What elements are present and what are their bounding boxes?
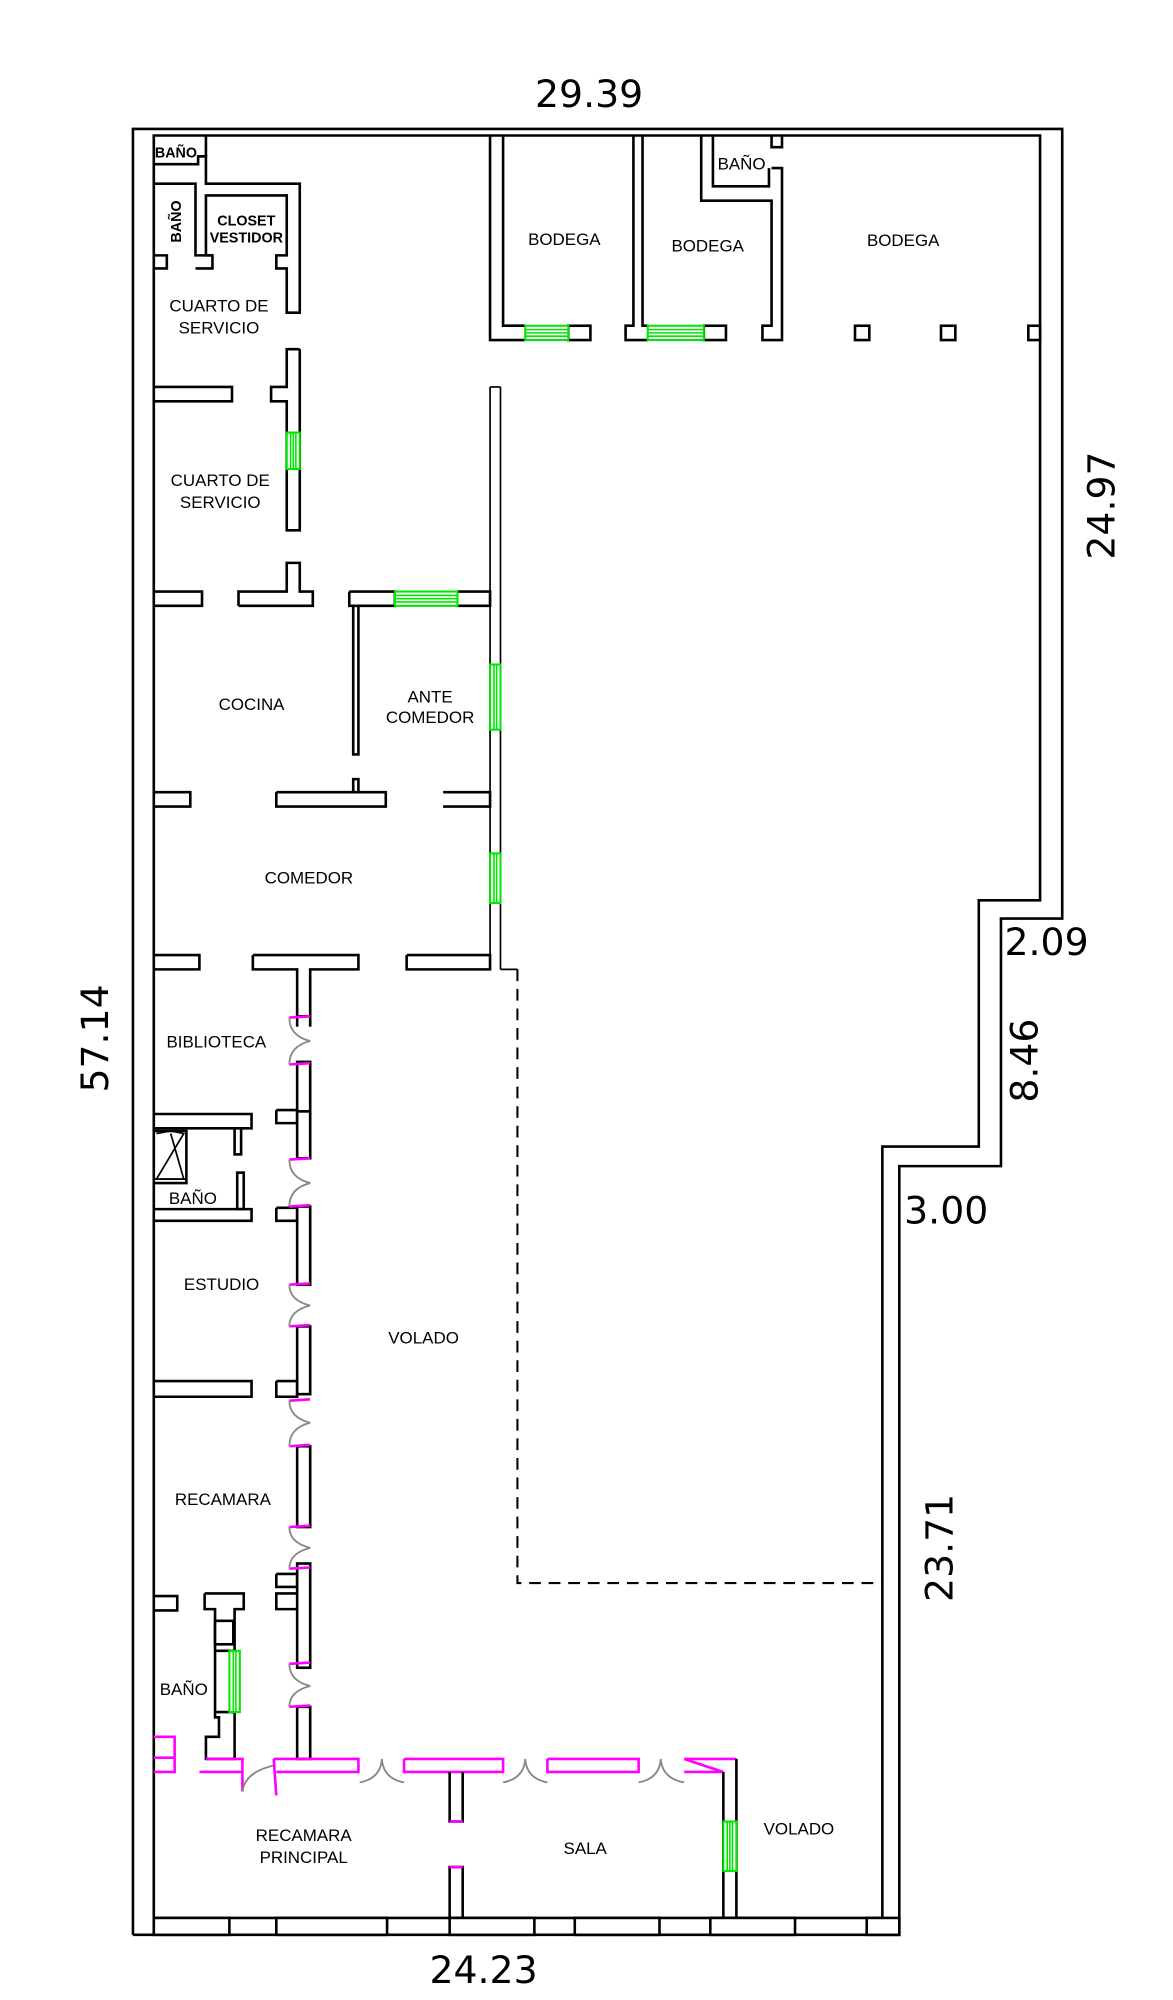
corridor-wall	[275, 1016, 312, 1761]
label-estudio: ESTUDIO	[184, 1275, 259, 1294]
label-closet-2: VESTIDOR	[210, 230, 284, 246]
label-bano-4: BAÑO	[160, 1679, 208, 1699]
door-sala-1[interactable]	[359, 1758, 405, 1784]
corridor-doors	[288, 1014, 311, 1709]
dimension-labels: 29.39 57.14 24.97 2.09 8.46 3.00 23.71 2…	[73, 72, 1123, 1992]
volado-outline	[500, 968, 883, 1585]
service-zone-walls	[153, 135, 315, 608]
door-recamara[interactable]	[288, 1524, 311, 1571]
door-bano-recamara[interactable]	[288, 1661, 311, 1709]
label-closet-1: CLOSET	[217, 213, 275, 229]
bodega-walls	[488, 135, 1042, 342]
dim-step-offset-2: 3.00	[904, 1188, 988, 1232]
label-comedor: COMEDOR	[265, 868, 353, 887]
room-labels: BAÑO BAÑO CLOSET VESTIDOR CUARTO DE SERV…	[155, 144, 940, 1868]
label-antecomedor-2: COMEDOR	[386, 708, 474, 727]
label-cuarto-servicio-1b: SERVICIO	[179, 319, 260, 338]
label-volado-2: VOLADO	[764, 1820, 835, 1839]
window-antecomedor-top	[393, 590, 459, 607]
window-bodega-1	[524, 324, 570, 342]
label-cocina: COCINA	[219, 695, 286, 714]
window-cuarto-servicio	[285, 431, 301, 471]
dim-step-height: 8.46	[1002, 1019, 1046, 1103]
label-cuarto-servicio-1a: CUARTO DE	[169, 296, 268, 315]
label-sala: SALA	[564, 1839, 608, 1858]
label-bano-2: BAÑO	[167, 200, 185, 242]
door-recamara-principal[interactable]	[241, 1758, 278, 1796]
dim-left-height: 57.14	[73, 984, 117, 1092]
label-cuarto-servicio-2a: CUARTO DE	[171, 471, 270, 490]
window-bodega-2	[646, 324, 705, 342]
label-recamara-principal-2: PRINCIPAL	[260, 1848, 348, 1867]
label-cuarto-servicio-2b: SERVICIO	[180, 493, 261, 512]
label-bano-bodega: BAÑO	[718, 153, 766, 173]
label-recamara-principal-1: RECAMARA	[256, 1826, 353, 1845]
west-room-walls	[152, 1112, 298, 1761]
dim-top-width: 29.39	[535, 72, 643, 116]
window-antecomedor-side	[489, 663, 502, 731]
dim-right-lower: 23.71	[918, 1494, 962, 1602]
label-bano-1: BAÑO	[155, 144, 197, 162]
label-volado-1: VOLADO	[388, 1328, 459, 1347]
window-sala	[722, 1820, 738, 1873]
door-sala-3[interactable]	[638, 1758, 685, 1784]
label-bano-3: BAÑO	[169, 1188, 217, 1208]
dim-right-upper: 24.97	[1079, 451, 1123, 559]
south-wing-walls	[152, 1735, 901, 1937]
label-bodega-1: BODEGA	[528, 230, 601, 249]
dim-bottom-width: 24.23	[429, 1948, 537, 1992]
label-bodega-3: BODEGA	[867, 231, 940, 250]
door-bano[interactable]	[288, 1157, 311, 1208]
door-biblioteca[interactable]	[288, 1014, 311, 1066]
label-recamara: RECAMARA	[175, 1490, 272, 1509]
window-comedor-side	[489, 852, 502, 904]
window-bano-recamara	[228, 1649, 241, 1714]
door-estudio-recamara[interactable]	[288, 1398, 311, 1448]
door-sala-2[interactable]	[502, 1758, 548, 1784]
label-antecomedor-1: ANTE	[408, 687, 453, 706]
label-bodega-2: BODEGA	[671, 236, 744, 255]
south-doors	[241, 1758, 685, 1796]
door-estudio[interactable]	[288, 1282, 311, 1328]
label-biblioteca: BIBLIOTECA	[166, 1033, 266, 1052]
dim-step-offset-1: 2.09	[1005, 920, 1089, 964]
